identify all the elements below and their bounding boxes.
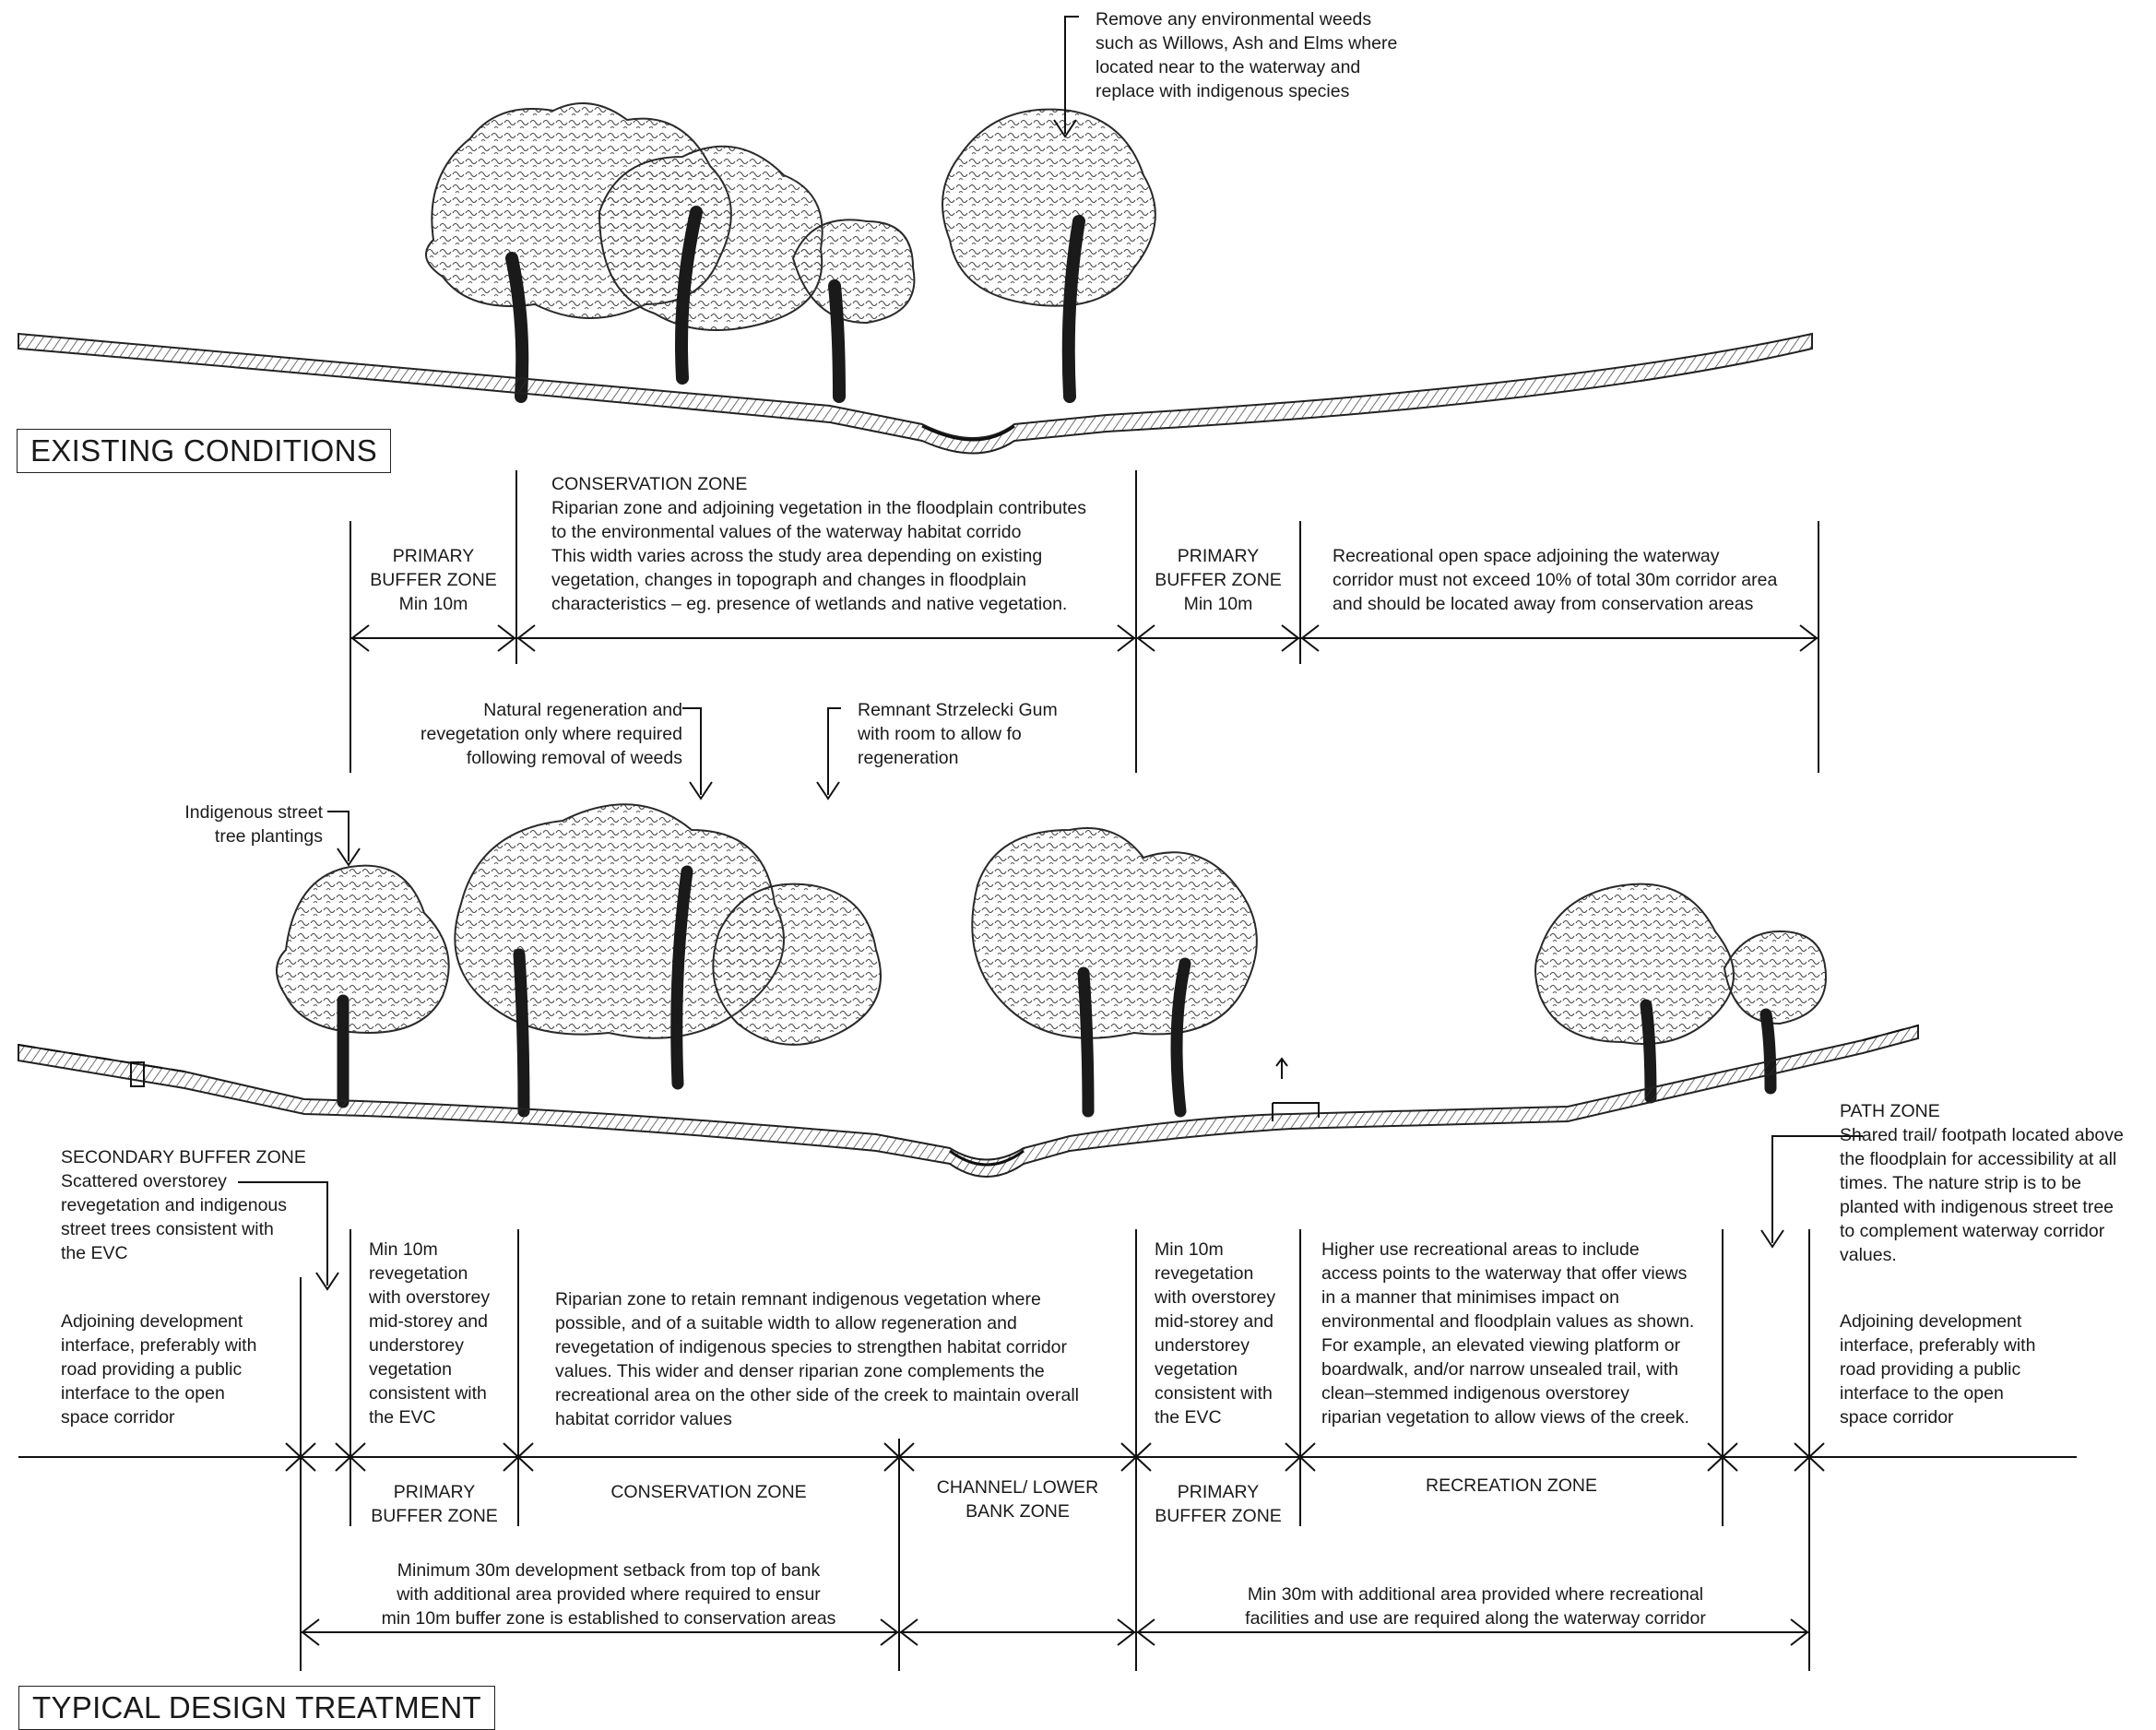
remnant-gum-note: Remnant Strzelecki Gum with room to allo… bbox=[858, 700, 1058, 768]
existing-conditions-label: EXISTING CONDITIONS bbox=[17, 429, 392, 473]
recreation-open-space-note: Recreational open space adjoining the wa… bbox=[1333, 546, 1778, 614]
adjoining-development-right: Adjoining development interface, prefera… bbox=[1840, 1311, 2036, 1428]
typical-design-treatment-label: TYPICAL DESIGN TREATMENT bbox=[18, 1686, 495, 1730]
zone-primary-buffer-left: PRIMARY BUFFER ZONE bbox=[371, 1482, 498, 1526]
conservation-zone-description: Riparian zone and adjoining vegetation i… bbox=[551, 498, 1086, 614]
zone-channel-lower-bank: CHANNEL/ LOWER BANK ZONE bbox=[936, 1477, 1099, 1522]
weeds-note: Remove any environmental weeds such as W… bbox=[1096, 9, 1398, 101]
street-tree-note: Indigenous street tree plantings bbox=[184, 802, 323, 847]
existing-trees bbox=[425, 102, 1156, 331]
typical-leaders bbox=[238, 707, 1863, 1291]
existing-primary-buffer-right: PRIMARY BUFFER ZONE Min 10m bbox=[1155, 546, 1282, 614]
riparian-zone-note: Riparian zone to retain remnant indigeno… bbox=[555, 1289, 1079, 1429]
typical-trunks bbox=[337, 865, 1777, 1118]
existing-ground bbox=[18, 332, 1813, 455]
weeds-leader bbox=[1053, 16, 1079, 138]
adjoining-development-left: Adjoining development interface, prefera… bbox=[61, 1311, 257, 1428]
zone-conservation: CONSERVATION ZONE bbox=[610, 1482, 807, 1502]
typical-trees bbox=[276, 803, 1828, 1046]
typical-ground bbox=[18, 1024, 1919, 1178]
higher-use-recreation-note: Higher use recreational areas to include… bbox=[1321, 1239, 1695, 1428]
typical-dimension-lines bbox=[18, 1229, 2077, 1671]
min-10m-revegetation-right: Min 10m revegetation with overstorey mid… bbox=[1155, 1239, 1276, 1428]
conservation-zone-title: CONSERVATION ZONE bbox=[551, 474, 748, 494]
natural-regeneration-note: Natural regeneration and revegetation on… bbox=[420, 700, 682, 768]
existing-primary-buffer-left: PRIMARY BUFFER ZONE Min 10m bbox=[370, 546, 497, 614]
zone-primary-buffer-right: PRIMARY BUFFER ZONE bbox=[1155, 1482, 1282, 1526]
secondary-buffer-note: SECONDARY BUFFER ZONE Scattered overstor… bbox=[61, 1147, 306, 1263]
min-10m-revegetation-left: Min 10m revegetation with overstorey mid… bbox=[369, 1239, 491, 1428]
path-zone-note: PATH ZONE Shared trail/ footpath located… bbox=[1840, 1101, 2124, 1265]
zone-recreation: RECREATION ZONE bbox=[1426, 1475, 1597, 1496]
existing-dimension-lines bbox=[349, 470, 1819, 773]
existing-trunks bbox=[505, 206, 1085, 403]
setback-right-note: Min 30m with additional area provided wh… bbox=[1245, 1584, 1706, 1629]
setback-left-note: Minimum 30m development setback from top… bbox=[381, 1560, 836, 1629]
